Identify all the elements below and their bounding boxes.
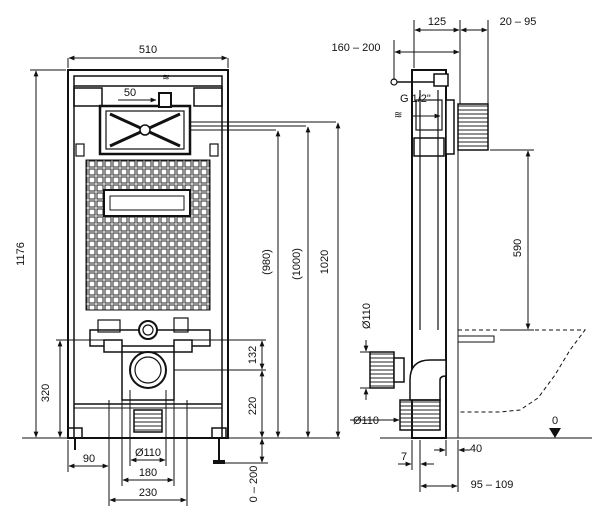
foot-left <box>67 427 83 439</box>
dim-depth-160-200: 160 – 200 <box>332 42 381 54</box>
upper-right-bracket <box>193 87 223 107</box>
frame-top-rail <box>73 75 223 87</box>
floor-zero-marker <box>549 428 561 438</box>
foot-plate-right <box>213 460 225 464</box>
drain-stub <box>133 409 163 433</box>
flush-plate-inner <box>105 110 185 150</box>
mounting-bolt <box>457 335 495 343</box>
inspection-window-inner <box>109 195 185 211</box>
side-clip-left <box>75 143 85 157</box>
frame-outline <box>67 69 229 439</box>
inlet-wave-mark: ≋ <box>162 72 170 82</box>
upper-left-bracket <box>73 87 103 107</box>
bolt-bracket-right <box>173 339 193 353</box>
dim-pipe-110-front: Ø110 <box>135 447 161 459</box>
thread-label: G 1/2" <box>400 93 431 105</box>
flush-connector <box>369 351 395 389</box>
flush-plate-center <box>139 124 151 136</box>
water-inlet <box>158 92 172 108</box>
dim-depth-20-95: 20 – 95 <box>500 16 537 28</box>
dim-height-1020: 1020 <box>319 250 331 274</box>
dim-width-230: 230 <box>139 487 157 499</box>
floor-zero-label: 0 <box>552 415 558 427</box>
flush-plate-side <box>445 99 455 155</box>
dim-offset-40: 40 <box>470 443 482 455</box>
dim-offset-50: 50 <box>124 87 136 99</box>
side-clip-right <box>209 143 219 157</box>
inlet-valve <box>433 73 449 87</box>
flush-pipe-outlet <box>138 320 158 340</box>
dim-height-320: 320 <box>40 384 52 402</box>
side-view: 0 G 1/2" ≋ 125 <box>332 16 592 492</box>
bolt-bracket-left <box>103 339 123 353</box>
dim-offset-7: 7 <box>401 451 407 463</box>
wc-bowl-outline <box>458 329 586 413</box>
dim-width-510: 510 <box>139 44 157 56</box>
lower-right-connector <box>173 317 189 333</box>
flush-pipe-inner <box>142 324 154 336</box>
dim-width-90: 90 <box>83 453 95 465</box>
dim-height-220: 220 <box>247 397 259 415</box>
side-valve-block <box>415 99 443 131</box>
inspection-window <box>103 189 191 217</box>
side-frame <box>411 69 447 439</box>
front-view: ≋ 510 50 <box>15 44 341 506</box>
drain-bend <box>409 359 447 401</box>
cistern-grid <box>85 159 211 311</box>
dim-height-590: 590 <box>512 239 524 257</box>
thread-wave-mark: ≋ <box>394 110 402 121</box>
lower-left-connector <box>97 319 121 333</box>
dim-height-1176: 1176 <box>15 242 27 266</box>
dim-height-132: 132 <box>247 346 259 364</box>
drain-pipe-inner <box>134 356 162 384</box>
flush-connector-sleeve <box>393 357 405 383</box>
dim-depth-125: 125 <box>428 16 446 28</box>
dim-width-180: 180 <box>139 467 157 479</box>
dim-pipe-110-lower: Ø110 <box>353 415 379 427</box>
dim-depth-95-109: 95 – 109 <box>471 479 514 491</box>
dim-adjust-0-200: 0 – 200 <box>248 466 260 503</box>
dim-height-980: (980) <box>261 249 273 275</box>
dim-height-1000: (1000) <box>291 248 303 280</box>
drain-bend-sleeve <box>399 399 441 431</box>
dim-pipe-110-upper: Ø110 <box>361 303 373 329</box>
side-cistern-block <box>413 137 445 157</box>
actuator-housing <box>457 103 489 151</box>
foot-right <box>211 427 227 439</box>
